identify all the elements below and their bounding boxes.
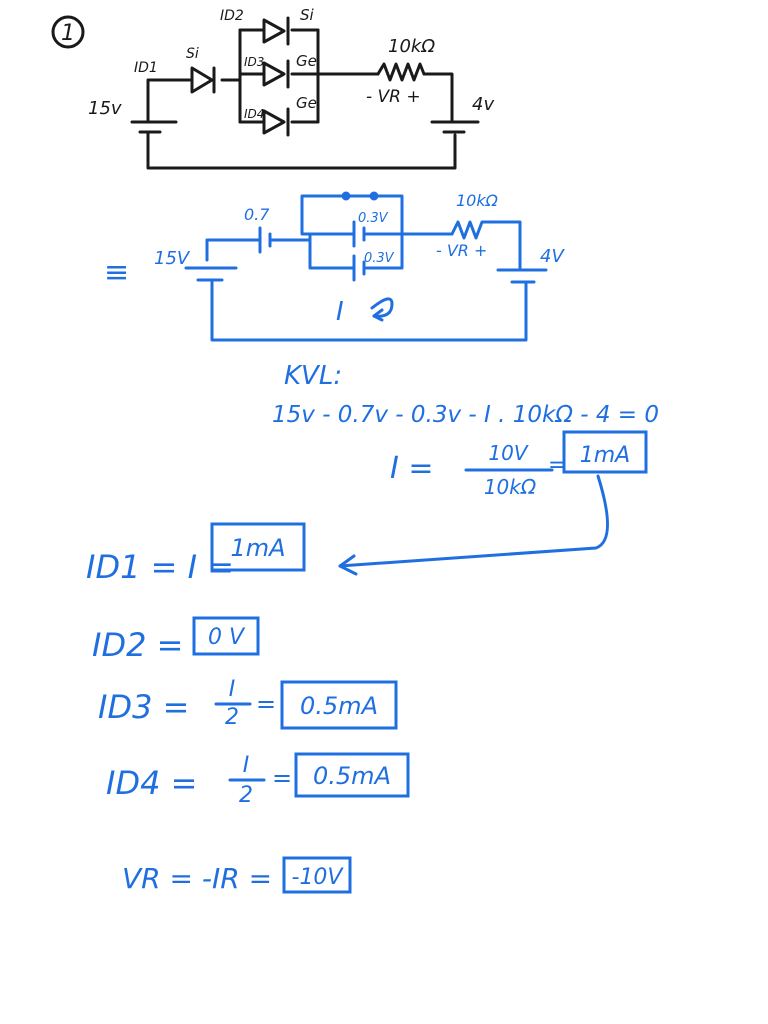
c1-id2-label: ID2 bbox=[220, 8, 244, 24]
result-vr-box bbox=[282, 856, 352, 894]
result-id4-eq: = bbox=[272, 764, 292, 792]
c2-vr-label: - VR + bbox=[436, 241, 487, 260]
c1-vr-label: - VR + bbox=[366, 87, 421, 107]
circuit-original: 15v 4v 10kΩ - VR + ID1 Si ID2 Si ID3 Ge … bbox=[88, 6, 494, 170]
c1-id1-label: ID1 bbox=[134, 60, 158, 76]
c1-id4-label: ID4 bbox=[244, 107, 264, 121]
c2-source-left: 15V bbox=[154, 248, 191, 269]
result-id2-lhs: ID2 = bbox=[92, 626, 183, 664]
result-id1-box bbox=[210, 522, 306, 572]
current-denominator: 10kΩ bbox=[484, 475, 537, 499]
result-id3-box bbox=[280, 680, 398, 730]
result-id3-eq: = bbox=[256, 690, 276, 718]
c1-resistor-label: 10kΩ bbox=[388, 36, 435, 57]
c1-d2-type: Si bbox=[300, 6, 315, 24]
result-id2-box bbox=[192, 616, 260, 656]
diode-d4 bbox=[262, 107, 290, 137]
c2-drop3: 0.3V bbox=[364, 251, 395, 266]
result-id3-lhs: ID3 = bbox=[98, 688, 189, 726]
current-equals: = bbox=[548, 453, 566, 478]
c2-source-right: 4V bbox=[540, 246, 565, 267]
current-numerator: 10V bbox=[488, 441, 528, 465]
circuit-equivalent: ≡ 15V 4V 0.7 0.3V 0.3V 10kΩ - VR + I bbox=[104, 191, 565, 342]
c2-drop2: 0.3V bbox=[358, 211, 389, 226]
kvl-section: KVL: 15v - 0.7v - 0.3v - I . 10kΩ - 4 = … bbox=[272, 361, 659, 576]
diode-d3 bbox=[262, 59, 290, 89]
result-id2-value: 0 V bbox=[208, 625, 246, 650]
c1-d1-type: Si bbox=[186, 46, 199, 62]
result-vr-lhs: VR = -IR = bbox=[122, 862, 272, 895]
result-id4-value: 0.5mA bbox=[313, 762, 391, 790]
kvl-equation: 15v - 0.7v - 0.3v - I . 10kΩ - 4 = 0 bbox=[272, 402, 659, 428]
result-id3-frac-num: I bbox=[229, 677, 236, 702]
result-id1-lhs: ID1 = I = bbox=[86, 548, 234, 586]
c2-resistor-label: 10kΩ bbox=[456, 191, 499, 210]
result-id4-lhs: ID4 = bbox=[106, 764, 197, 802]
result-vr-value: -10V bbox=[292, 865, 345, 890]
diode-d2 bbox=[262, 16, 290, 46]
c1-d4-type: Ge bbox=[296, 94, 317, 112]
problem-number-text: 1 bbox=[61, 21, 75, 46]
c2-loop-label: I bbox=[336, 297, 344, 327]
diode-d1 bbox=[190, 66, 216, 94]
c2-equivalent-sign: ≡ bbox=[104, 255, 129, 290]
current-lhs: I = bbox=[390, 451, 434, 486]
current-result: 1mA bbox=[580, 443, 630, 468]
result-id4-frac-den: 2 bbox=[239, 783, 253, 808]
result-id3-frac-den: 2 bbox=[225, 705, 239, 730]
c1-source-right: 4v bbox=[472, 94, 494, 115]
current-result-box bbox=[562, 430, 648, 474]
result-id3-value: 0.5mA bbox=[300, 692, 378, 720]
c2-drop1: 0.7 bbox=[244, 205, 270, 224]
result-id1-value: 1mA bbox=[230, 534, 285, 562]
result-id4-frac-num: I bbox=[243, 753, 250, 778]
result-id4-box bbox=[294, 752, 410, 798]
c1-d3-type: Ge bbox=[296, 52, 317, 70]
results-section: ID1 = I = 1mA ID2 = 0 V ID3 = I 2 = 0.5m… bbox=[86, 522, 410, 895]
kvl-heading: KVL: bbox=[284, 361, 342, 391]
c1-source-left: 15v bbox=[88, 98, 122, 119]
problem-number: 1 bbox=[51, 15, 85, 49]
c1-id3-label: ID3 bbox=[244, 55, 264, 69]
